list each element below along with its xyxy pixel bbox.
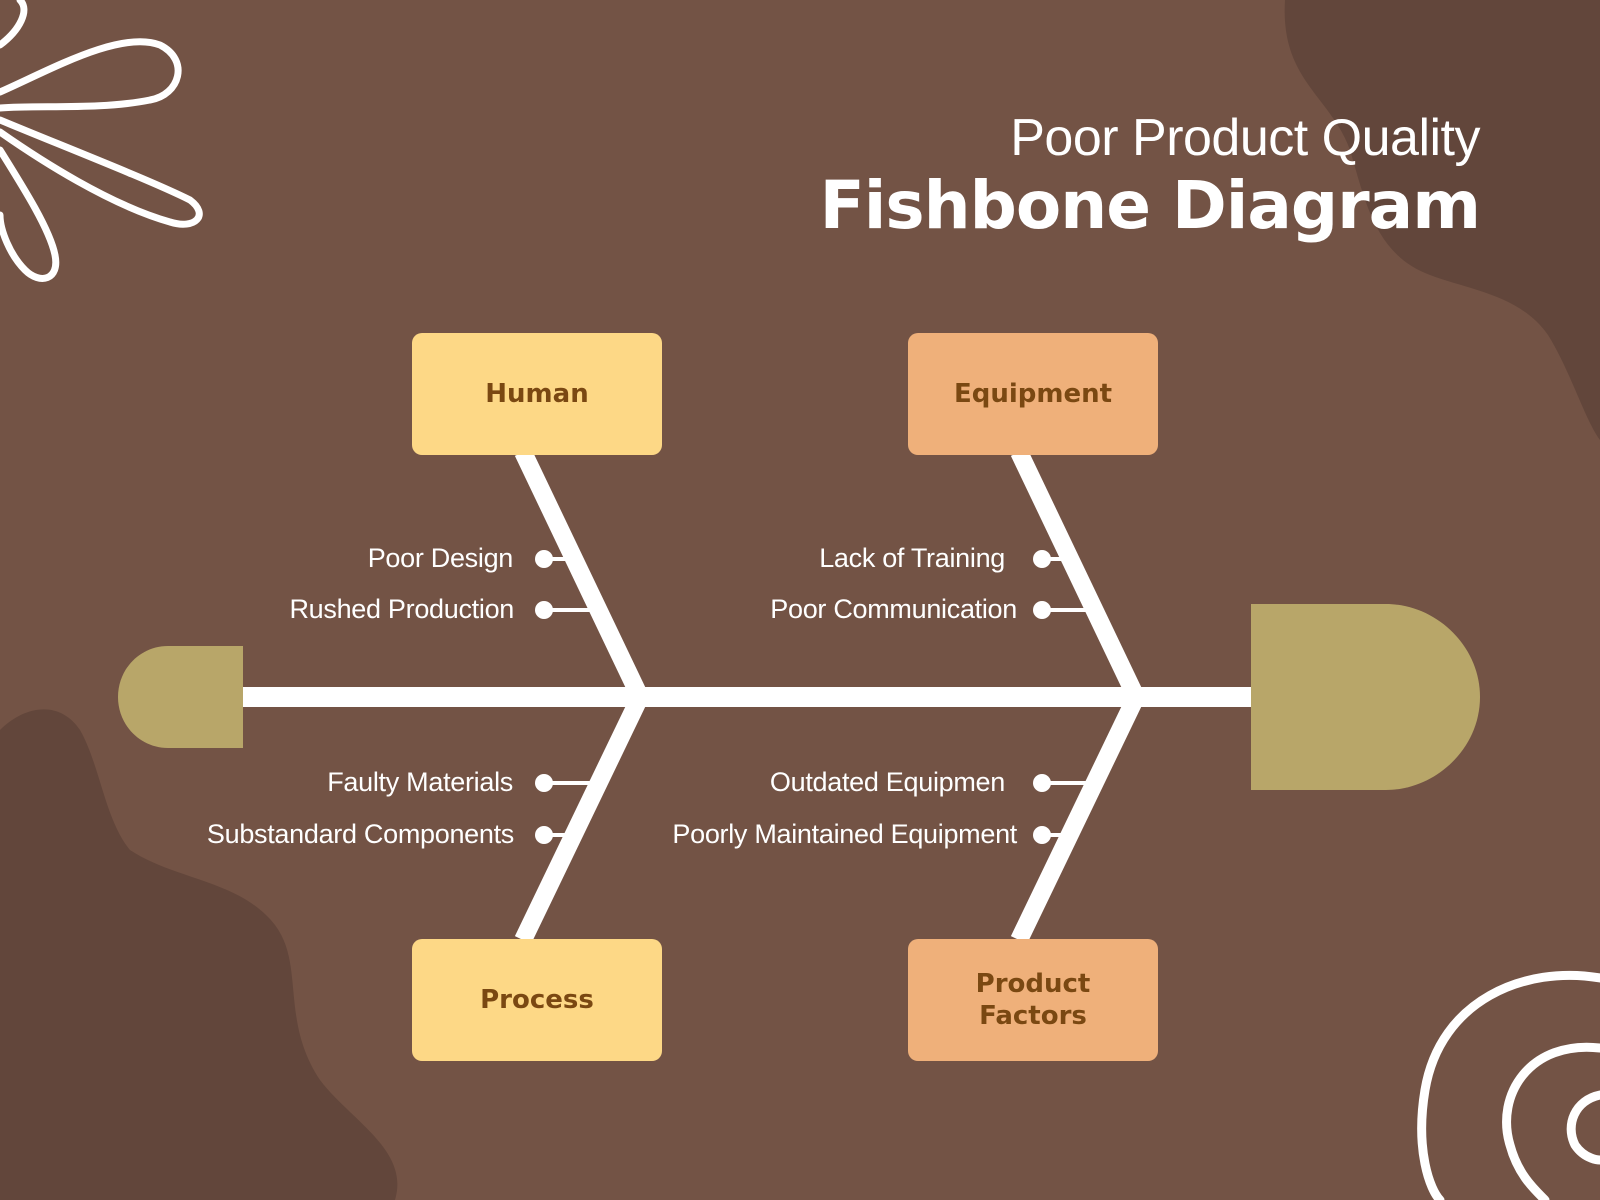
flower-decoration-icon xyxy=(0,0,203,282)
cause-label: Poor Communication xyxy=(770,594,1017,624)
diagram-subtitle: Poor Product Quality xyxy=(1010,109,1480,167)
bone-equipment xyxy=(1010,448,1145,701)
fish-head xyxy=(1251,604,1480,790)
cause-label: Lack of Training xyxy=(819,543,1005,573)
diagram-title: Fishbone Diagram xyxy=(819,167,1481,244)
cause-dot xyxy=(1033,601,1051,619)
cause-dot xyxy=(535,550,553,568)
bone-human xyxy=(514,448,649,701)
cause-label: Rushed Production xyxy=(289,594,514,624)
fish-tail xyxy=(118,646,243,748)
category-box-product-factors: Product Factors xyxy=(908,939,1158,1061)
category-box-human: Human xyxy=(412,333,662,455)
cause-dot xyxy=(535,826,553,844)
bottom-left-blob xyxy=(0,709,398,1200)
cause-dot xyxy=(1033,774,1051,792)
bone-process xyxy=(514,693,649,944)
fish-bones xyxy=(514,448,1145,944)
cause-dot xyxy=(1033,550,1051,568)
category-box-equipment: Equipment xyxy=(908,333,1158,455)
cause-label: Substandard Components xyxy=(206,819,514,849)
category-box-process: Process xyxy=(412,939,662,1061)
cause-dot xyxy=(1033,826,1051,844)
swirl-decoration-icon xyxy=(1417,970,1600,1200)
top-right-blob xyxy=(1284,0,1600,440)
cause-label: Poor Design xyxy=(367,543,514,573)
cause-label: Faulty Materials xyxy=(327,767,513,797)
cause-dot xyxy=(535,774,553,792)
cause-label: Poorly Maintained Equipment xyxy=(672,819,1017,849)
cause-dot xyxy=(535,601,553,619)
cause-label: Outdated Equipmen xyxy=(769,767,1005,797)
bone-product-factors xyxy=(1010,693,1145,944)
cause-ticks xyxy=(535,550,1094,844)
title-block: Poor Product Quality Fishbone Diagram xyxy=(819,108,1481,244)
